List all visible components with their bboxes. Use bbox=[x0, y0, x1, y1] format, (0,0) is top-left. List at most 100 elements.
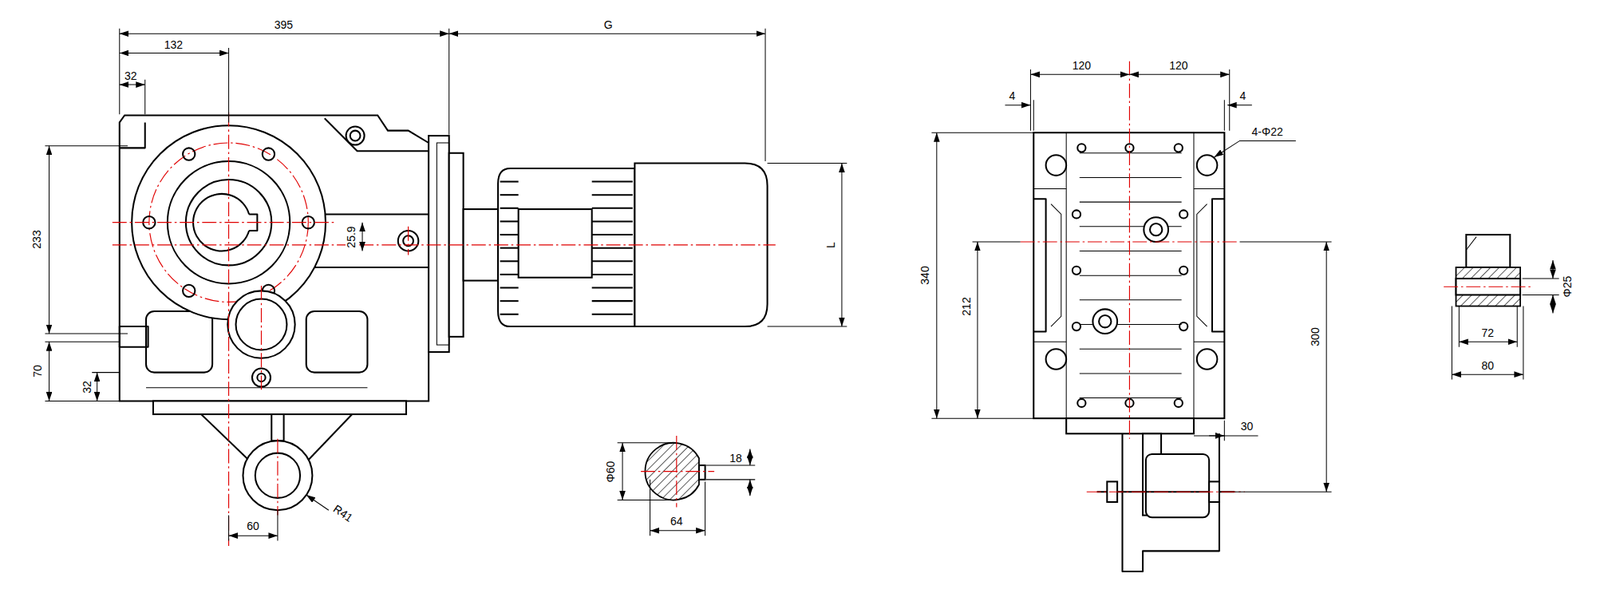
extension-line bbox=[1228, 69, 1230, 131]
cooling-fin bbox=[500, 220, 519, 222]
rib bbox=[1079, 201, 1182, 203]
rib bbox=[1079, 152, 1182, 154]
dimension-line bbox=[1129, 74, 1229, 76]
center-line bbox=[112, 221, 337, 223]
dimension-label: 340 bbox=[919, 264, 931, 287]
dimension-line bbox=[841, 163, 842, 328]
dimension-line bbox=[1552, 260, 1553, 279]
part-outline bbox=[1456, 278, 1521, 295]
part-outline bbox=[1033, 132, 1225, 419]
part-outline bbox=[1145, 454, 1209, 518]
figure bbox=[44, 28, 1559, 572]
dimension-label: 25.9 bbox=[345, 224, 357, 249]
extension-line bbox=[1517, 306, 1518, 348]
dimension-line bbox=[1458, 341, 1518, 343]
extension-line bbox=[1522, 306, 1524, 380]
cooling-fin bbox=[592, 313, 633, 316]
extension-line bbox=[1451, 306, 1453, 380]
center-line bbox=[112, 244, 776, 245]
cooling-fin bbox=[500, 300, 519, 302]
part-outline bbox=[1456, 267, 1521, 307]
hole bbox=[1077, 143, 1086, 152]
extension-line bbox=[972, 240, 1021, 242]
dimension-label: 120 bbox=[1070, 59, 1093, 72]
dimension-line bbox=[1326, 241, 1328, 492]
hole bbox=[1098, 315, 1111, 328]
extension-line bbox=[767, 326, 848, 328]
part-outline bbox=[271, 414, 284, 441]
cooling-fin bbox=[500, 260, 519, 262]
dimension-label: 72 bbox=[1480, 327, 1497, 339]
part-outline bbox=[153, 400, 407, 415]
dimension-label: Φ60 bbox=[604, 458, 617, 484]
hole bbox=[1197, 348, 1218, 370]
outline bbox=[1227, 104, 1253, 106]
cooling-fin bbox=[592, 233, 633, 236]
part-outline bbox=[1465, 234, 1510, 268]
center-line bbox=[1129, 61, 1130, 439]
hole bbox=[350, 130, 361, 142]
cooling-fin bbox=[592, 300, 633, 302]
extension-line bbox=[704, 481, 706, 536]
extension-line bbox=[617, 442, 674, 443]
extension-line bbox=[44, 400, 119, 402]
extension-line bbox=[1224, 420, 1225, 442]
cooling-fin bbox=[592, 207, 633, 210]
hole bbox=[182, 147, 195, 160]
hole bbox=[1143, 217, 1169, 242]
extension-line bbox=[706, 478, 755, 480]
dimension-line bbox=[749, 449, 751, 466]
rib bbox=[1079, 299, 1182, 301]
outline bbox=[304, 414, 352, 465]
rib bbox=[1079, 348, 1182, 350]
dimension-line bbox=[119, 84, 146, 86]
center-line bbox=[640, 470, 715, 472]
center-line bbox=[276, 438, 278, 516]
center-line bbox=[407, 226, 409, 256]
hole bbox=[1174, 399, 1183, 407]
hole bbox=[1046, 348, 1067, 370]
part-outline bbox=[1066, 132, 1194, 419]
cooling-fin bbox=[592, 247, 633, 249]
hole bbox=[182, 284, 195, 297]
center-line bbox=[1086, 491, 1245, 493]
outline bbox=[1212, 198, 1225, 332]
extension-line bbox=[649, 479, 651, 536]
dimension-line bbox=[119, 33, 450, 35]
dimension-line bbox=[449, 33, 766, 35]
outline bbox=[146, 387, 368, 388]
cooling-fin bbox=[500, 207, 519, 210]
outline bbox=[1193, 188, 1225, 190]
hole bbox=[1072, 322, 1081, 331]
outline bbox=[306, 266, 429, 269]
extension-line bbox=[931, 418, 1034, 419]
hole bbox=[1197, 154, 1218, 176]
extension-line bbox=[765, 28, 767, 162]
dimension-label: L bbox=[825, 240, 837, 250]
extension-line bbox=[767, 162, 848, 164]
gearbox-housing bbox=[119, 114, 429, 401]
cooling-fin bbox=[500, 181, 519, 183]
dimension-line bbox=[976, 241, 978, 419]
dimension-line bbox=[96, 372, 98, 402]
dimension-label: 300 bbox=[1309, 325, 1321, 348]
cooling-fin bbox=[592, 193, 633, 196]
cooling-fin bbox=[592, 181, 633, 183]
dimension-label: 60 bbox=[244, 520, 261, 532]
outline bbox=[1197, 204, 1208, 327]
part-outline bbox=[119, 326, 149, 348]
outline bbox=[1004, 104, 1031, 106]
hole bbox=[346, 126, 365, 146]
dimension-line bbox=[622, 442, 624, 501]
dimension-line bbox=[1451, 374, 1523, 376]
outline bbox=[1208, 434, 1225, 436]
extension-line bbox=[1030, 69, 1032, 131]
cooling-fin bbox=[592, 273, 633, 276]
hole bbox=[1149, 223, 1162, 236]
extension-line bbox=[1522, 278, 1560, 280]
cooling-fin bbox=[500, 193, 519, 196]
dimension-label: Φ25 bbox=[1561, 274, 1573, 300]
